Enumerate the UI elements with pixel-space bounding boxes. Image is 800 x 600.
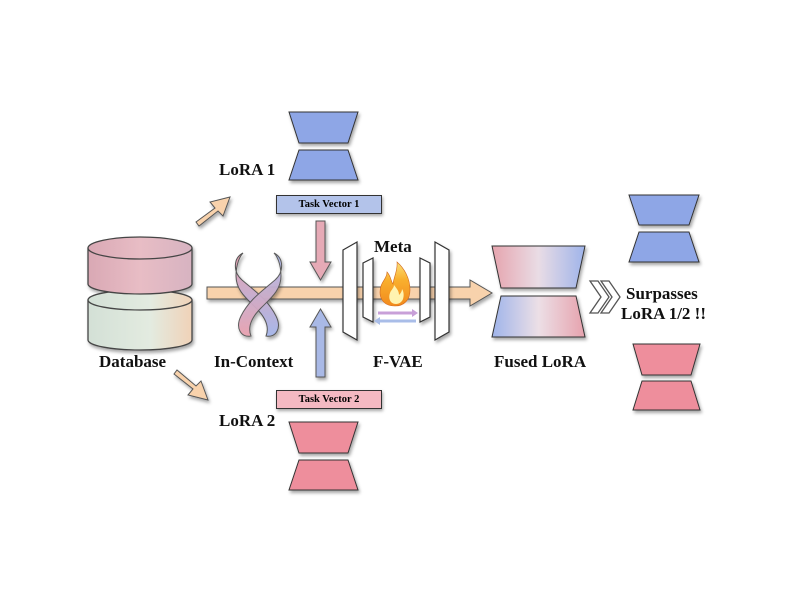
label-result-line1: Surpasses: [626, 284, 698, 303]
arrow-to-lora1: [195, 196, 231, 227]
lora1-icon: [288, 111, 359, 181]
bidirectional-arrows-icon: [374, 309, 418, 325]
label-lora1: LoRA 1: [219, 160, 276, 179]
label-in-context: In-Context: [214, 352, 294, 371]
fvae-encoder-icon: [342, 240, 374, 342]
fvae-decoder-icon: [419, 240, 450, 342]
label-database: Database: [99, 352, 167, 371]
lora2-icon: [288, 421, 359, 491]
label-meta: Meta: [374, 237, 412, 256]
result-lora1-icon: [628, 194, 700, 263]
result-lora2-icon: [632, 343, 701, 411]
label-lora2: LoRA 2: [219, 411, 276, 430]
arrow-task-vector1-down: [309, 220, 332, 281]
flame-icon: [379, 261, 411, 307]
task-vector1-badge: Task Vector 1: [276, 195, 382, 214]
database-icon: [87, 236, 193, 351]
fused-lora-icon: [491, 245, 586, 338]
in-context-icon: [234, 252, 283, 337]
label-result-line2: LoRA 1/2 !!: [621, 304, 706, 323]
chevrons-icon: [588, 280, 621, 314]
arrow-to-lora2: [173, 369, 209, 401]
label-fused-lora: Fused LoRA: [494, 352, 587, 371]
label-fvae: F-VAE: [373, 352, 423, 371]
task-vector2-badge: Task Vector 2: [276, 390, 382, 409]
arrow-task-vector2-up: [309, 308, 332, 378]
